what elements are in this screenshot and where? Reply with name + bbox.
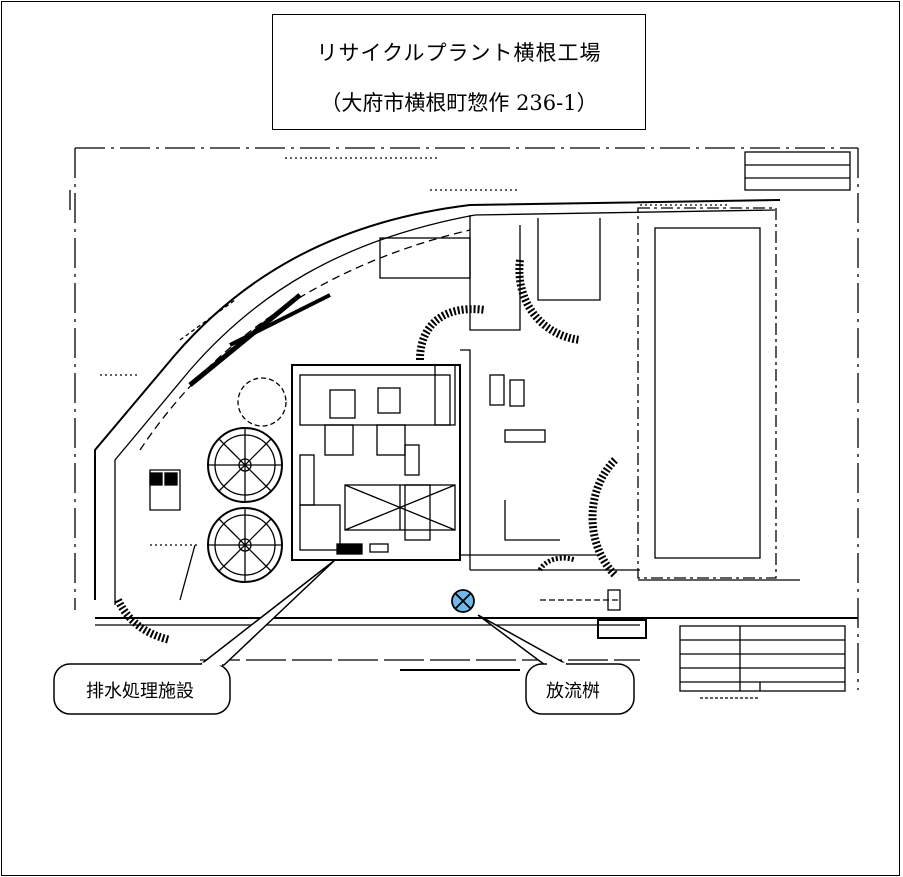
- drainage-facility-callout-pointer: [197, 559, 336, 666]
- drainage-facility-callout-box: [53, 663, 231, 715]
- address-subtitle: （大府市横根町惣作 236-1）: [320, 91, 598, 115]
- page-title: リサイクルプラント横根工場: [316, 41, 602, 65]
- outlet-callout-pointer: [477, 614, 571, 666]
- outlet-marker-icon: [451, 589, 475, 613]
- title-box: リサイクルプラント横根工場 （大府市横根町惣作 236-1）: [272, 14, 646, 130]
- outlet-label: 放流桝: [546, 681, 600, 702]
- drainage-facility-label: 排水処理施設: [86, 681, 194, 702]
- outlet-callout-box: [525, 663, 635, 715]
